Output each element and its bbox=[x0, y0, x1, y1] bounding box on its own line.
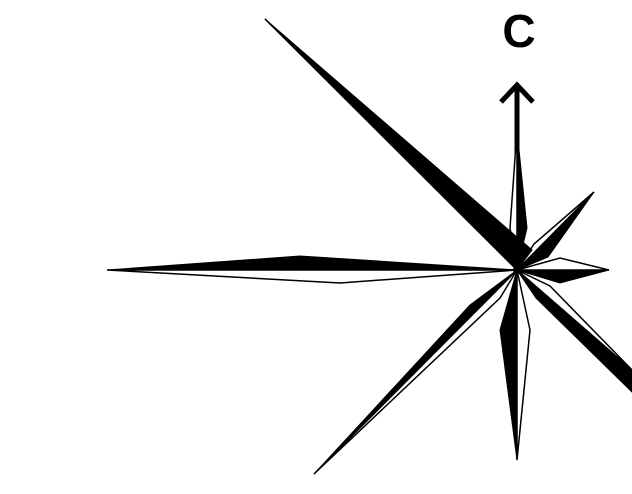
ray-north-west bbox=[265, 19, 532, 270]
ray-south-west bbox=[314, 270, 517, 474]
ray-west bbox=[107, 256, 517, 283]
ray-south bbox=[500, 270, 530, 460]
center-hub bbox=[513, 266, 521, 274]
ray-south-east bbox=[517, 270, 632, 392]
ray-north-east bbox=[517, 192, 594, 270]
